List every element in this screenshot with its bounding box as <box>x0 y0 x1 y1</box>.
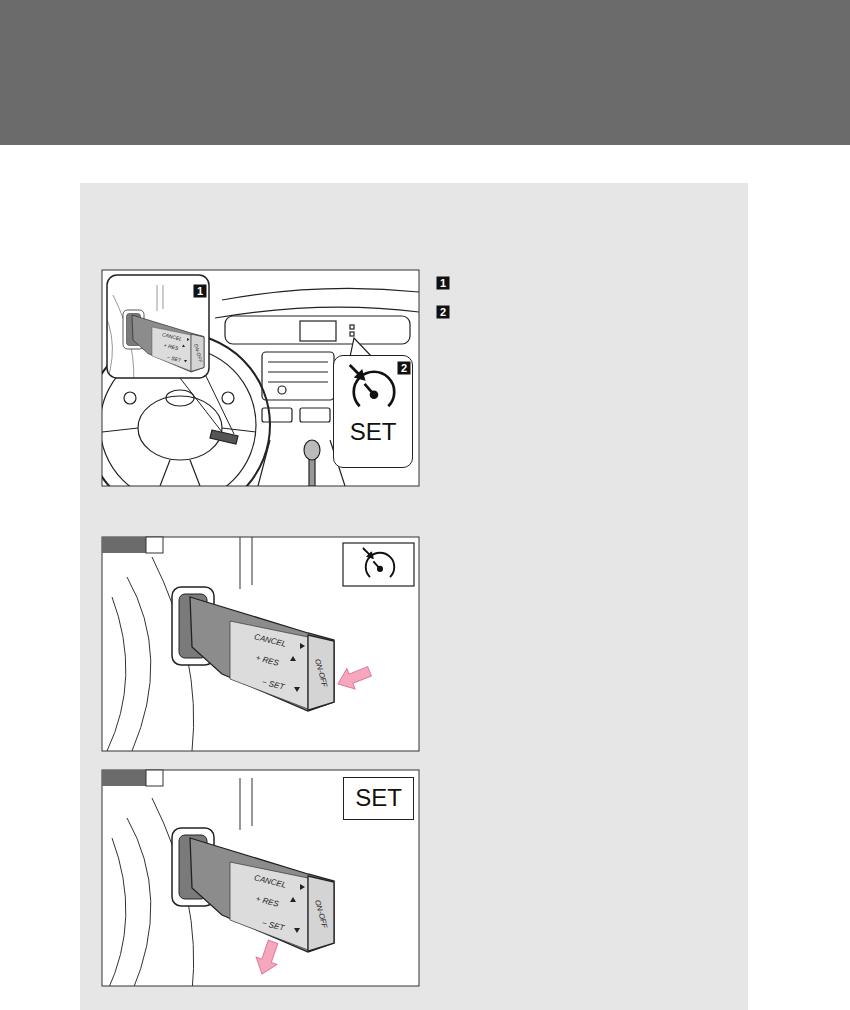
content-panel <box>80 183 748 1010</box>
lever-marking: − SET <box>261 919 285 932</box>
cruise-indicator-icon <box>334 356 534 556</box>
figure-frame <box>102 270 419 486</box>
step-tab <box>102 770 146 786</box>
indicator-box: SET <box>343 777 414 820</box>
header-band <box>0 0 850 145</box>
callout-number: 1 <box>437 277 450 290</box>
indicator-text: SET <box>350 418 397 446</box>
lever-inset-illustration <box>107 285 204 378</box>
cruise-indicator-icon <box>363 548 394 577</box>
lever-marking: CANCEL <box>162 332 183 342</box>
lever-marking: − SET <box>261 678 285 691</box>
lever-marking: − SET <box>166 355 181 363</box>
lever-marking: CANCEL <box>253 633 286 649</box>
step-tab <box>146 537 163 553</box>
push-arrow <box>252 938 284 977</box>
lever-illustration <box>107 537 334 751</box>
indicator-box <box>343 543 414 586</box>
step-tab <box>146 770 163 786</box>
figure-frame <box>102 537 419 751</box>
indicator-text: SET <box>355 784 402 812</box>
figure-frame <box>102 770 419 986</box>
lever-illustration <box>107 778 334 986</box>
callout-number: 1 <box>194 285 207 298</box>
lever-marking: CANCEL <box>253 874 286 890</box>
lever-marking: ON-OFF <box>314 899 329 929</box>
lever-marking: ON-OFF <box>193 343 203 363</box>
lever-marking: + RES <box>255 654 280 667</box>
callout-number: 2 <box>437 306 450 319</box>
step-tab <box>102 537 146 553</box>
lever-marking: + RES <box>255 895 280 908</box>
callout-number: 2 <box>398 362 411 375</box>
lever-marking: ON-OFF <box>314 658 329 688</box>
press-arrow <box>334 661 374 694</box>
lever-marking: + RES <box>163 343 178 351</box>
